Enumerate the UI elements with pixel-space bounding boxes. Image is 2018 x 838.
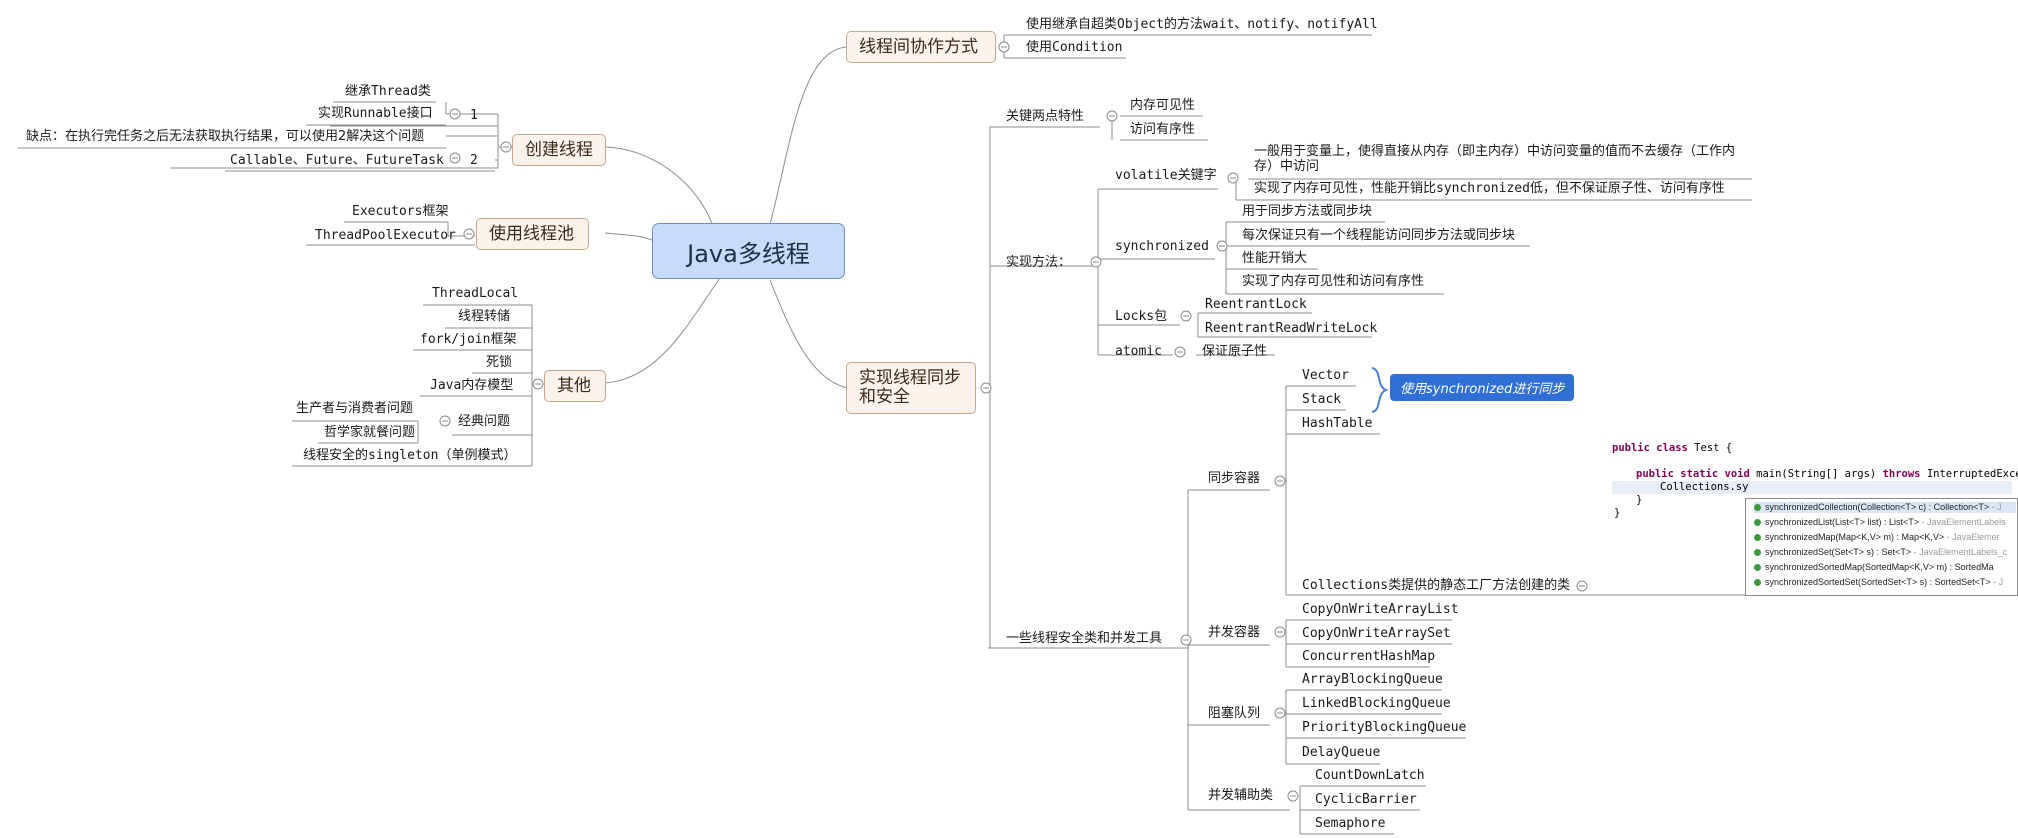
leaf-drawback[interactable]: 缺点：在执行完任务之后无法获取执行结果，可以使用2解决这个问题 — [26, 129, 425, 144]
node-methods[interactable]: 实现方法： — [1006, 255, 1072, 270]
sync-tag-label[interactable]: 使用synchronized进行同步 — [1390, 374, 1575, 401]
leaf-thread-dump[interactable]: 线程转储 — [458, 309, 511, 324]
topic-label: 其他 — [557, 375, 591, 396]
autocomplete-popup[interactable]: synchronizedCollection(Collection<T> c) … — [1745, 498, 2018, 596]
leaf-ordering[interactable]: 访问有序性 — [1130, 122, 1196, 137]
leaf-volatile-1b: 存）中访问 — [1254, 159, 1320, 174]
leaf-executors[interactable]: Executors框架 — [352, 204, 449, 219]
leaf-collections[interactable]: Collections类提供的静态工厂方法创建的类 — [1302, 578, 1571, 593]
leaf-runnable[interactable]: 实现Runnable接口 — [318, 106, 433, 121]
leaf-fork-join[interactable]: fork/join框架 — [420, 332, 517, 347]
topic-create-thread[interactable]: 创建线程 — [512, 134, 606, 166]
topic-thread-pool[interactable]: 使用线程池 — [476, 218, 589, 250]
node-blocking-queue[interactable]: 阻塞队列 — [1208, 706, 1261, 721]
code-keyword: public static void — [1636, 468, 1750, 480]
leaf-visibility[interactable]: 内存可见性 — [1130, 98, 1196, 113]
method-icon — [1754, 579, 1761, 587]
node-two-features[interactable]: 关键两点特性 — [1006, 109, 1085, 124]
leaf-vector[interactable]: Vector — [1302, 368, 1349, 383]
leaf-countdownlatch[interactable]: CountDownLatch — [1315, 768, 1425, 783]
topic-label: 使用线程池 — [489, 223, 574, 244]
leaf-volatile-2[interactable]: 实现了内存可见性，性能开销比synchronized低，但不保证原子性、访问有序… — [1254, 181, 1725, 196]
leaf-hashtable[interactable]: HashTable — [1302, 416, 1373, 431]
root-topic[interactable]: Java多线程 — [652, 223, 845, 279]
leaf-sync-4[interactable]: 实现了内存可见性和访问有序性 — [1242, 274, 1425, 289]
leaf-jmm[interactable]: Java内存模型 — [430, 378, 514, 393]
code-text: InterruptedExcepti — [1926, 468, 2018, 480]
method-icon — [1754, 519, 1761, 527]
method-icon — [1754, 564, 1761, 572]
autocomplete-item[interactable]: synchronizedMap(Map<K,V> m) : Map<K,V> -… — [1754, 532, 2000, 543]
code-keyword: throws — [1882, 468, 1921, 480]
code-keyword: public class — [1612, 442, 1688, 454]
leaf-classic[interactable]: 经典问题 — [458, 414, 511, 429]
topic-cooperation[interactable]: 线程间协作方式 — [846, 31, 996, 63]
node-tools[interactable]: 一些线程安全类和并发工具 — [1006, 631, 1163, 646]
autocomplete-item[interactable]: synchronizedSortedMap(SortedMap<K,V> m) … — [1754, 562, 1994, 573]
leaf-lbq[interactable]: LinkedBlockingQueue — [1302, 696, 1451, 711]
note-marker-1: 1 — [470, 108, 478, 123]
node-synchronized[interactable]: synchronized — [1115, 239, 1209, 254]
leaf-atomic[interactable]: 保证原子性 — [1202, 344, 1268, 359]
leaf-cyclicbarrier[interactable]: CyclicBarrier — [1315, 792, 1417, 807]
method-icon — [1754, 534, 1761, 542]
node-volatile[interactable]: volatile关键字 — [1115, 168, 1217, 183]
leaf-cowas[interactable]: CopyOnWriteArraySet — [1302, 626, 1451, 641]
leaf-extend-thread[interactable]: 继承Thread类 — [345, 84, 431, 99]
leaf-semaphore[interactable]: Semaphore — [1315, 816, 1386, 831]
code-brace: } — [1614, 507, 1621, 519]
leaf-singleton[interactable]: 线程安全的singleton（单例模式） — [303, 448, 517, 463]
code-text: Collections.sy — [1660, 481, 1749, 493]
autocomplete-item[interactable]: synchronizedSet(Set<T> s) : Set<T> - Jav… — [1754, 547, 2007, 558]
node-locks[interactable]: Locks包 — [1115, 309, 1168, 324]
topic-sync[interactable]: 实现线程同步 和安全 — [846, 362, 976, 414]
topic-others[interactable]: 其他 — [544, 370, 606, 402]
leaf-rrwlock[interactable]: ReentrantReadWriteLock — [1205, 321, 1378, 336]
autocomplete-item[interactable]: synchronizedCollection(Collection<T> c) … — [1754, 502, 2016, 513]
leaf-threadlocal[interactable]: ThreadLocal — [432, 286, 519, 301]
leaf-reentrantlock[interactable]: ReentrantLock — [1205, 297, 1307, 312]
leaf-tpe[interactable]: ThreadPoolExecutor — [315, 228, 456, 243]
autocomplete-item[interactable]: synchronizedSortedSet(SortedSet<T> s) : … — [1754, 577, 2003, 588]
code-text: Test { — [1687, 442, 1733, 454]
leaf-condition[interactable]: 使用Condition — [1026, 40, 1123, 55]
node-concurrent-containers[interactable]: 并发容器 — [1208, 625, 1261, 640]
method-icon — [1754, 504, 1761, 512]
note-marker-2: 2 — [470, 153, 478, 168]
leaf-wait-notify[interactable]: 使用继承自超类Object的方法wait、notify、notifyAll — [1026, 17, 1378, 32]
topic-label: 实现线程同步 和安全 — [859, 368, 961, 407]
node-atomic[interactable]: atomic — [1115, 344, 1162, 359]
leaf-volatile-1a[interactable]: 一般用于变量上，使得直接从内存（即主内存）中访问变量的值而不去缓存（工作内 — [1254, 144, 1736, 159]
node-sync-containers[interactable]: 同步容器 — [1208, 471, 1261, 486]
leaf-chm[interactable]: ConcurrentHashMap — [1302, 649, 1436, 664]
leaf-producer-consumer[interactable]: 生产者与消费者问题 — [296, 401, 414, 416]
leaf-deadlock[interactable]: 死锁 — [486, 355, 513, 370]
leaf-stack[interactable]: Stack — [1302, 392, 1342, 407]
leaf-delayqueue[interactable]: DelayQueue — [1302, 745, 1381, 760]
topic-label: 创建线程 — [525, 139, 593, 160]
leaf-cowal[interactable]: CopyOnWriteArrayList — [1302, 602, 1459, 617]
autocomplete-item[interactable]: synchronizedList(List<T> list) : List<T>… — [1754, 517, 2006, 528]
leaf-sync-2[interactable]: 每次保证只有一个线程能访问同步方法或同步块 — [1242, 228, 1516, 243]
leaf-sync-3[interactable]: 性能开销大 — [1242, 251, 1308, 266]
leaf-sync-1[interactable]: 用于同步方法或同步块 — [1242, 204, 1373, 219]
root-label: Java多线程 — [687, 239, 810, 268]
leaf-philosophers[interactable]: 哲学家就餐问题 — [324, 425, 416, 440]
method-icon — [1754, 549, 1761, 557]
leaf-callable[interactable]: Callable、Future、FutureTask — [230, 153, 444, 168]
leaf-abq[interactable]: ArrayBlockingQueue — [1302, 672, 1443, 687]
node-aux[interactable]: 并发辅助类 — [1208, 788, 1274, 803]
topic-label: 线程间协作方式 — [859, 36, 978, 57]
code-brace: } — [1636, 494, 1643, 506]
code-text: main(String[] args) — [1749, 468, 1883, 480]
leaf-pbq[interactable]: PriorityBlockingQueue — [1302, 720, 1467, 735]
brace-icon — [1371, 367, 1389, 413]
